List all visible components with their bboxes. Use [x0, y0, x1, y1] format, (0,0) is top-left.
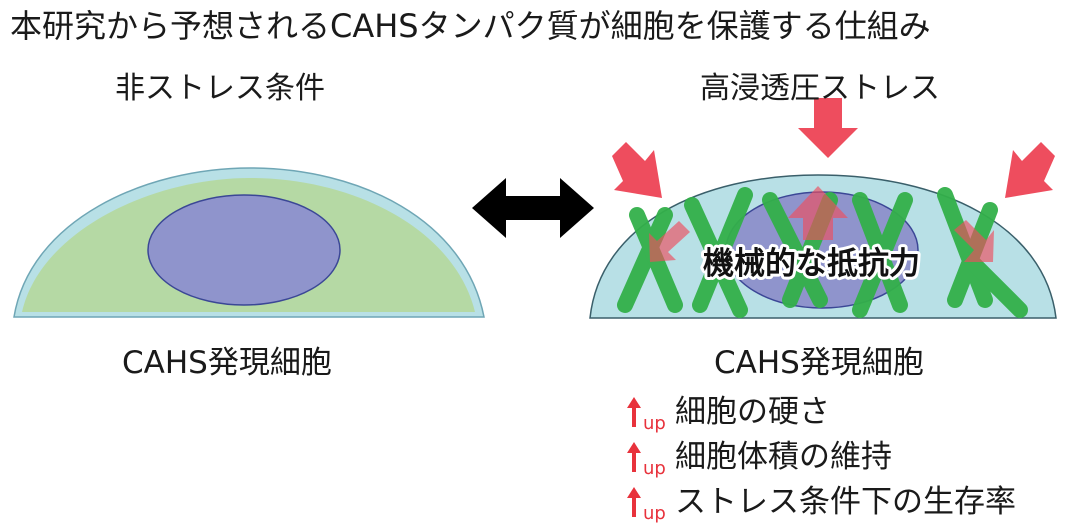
force-label: 機械的な抵抗力	[703, 246, 920, 282]
effect-item: up 細胞体積の維持	[627, 437, 892, 478]
effect-text: 細胞の硬さ	[675, 393, 830, 430]
resistance-arrow-upright-icon	[954, 220, 994, 262]
stress-arrow-top-icon	[798, 98, 858, 158]
up-arrow-icon: up	[627, 397, 675, 433]
left-condition-label: 非ストレス条件	[115, 71, 325, 106]
stress-arrow-right-icon	[1005, 142, 1055, 198]
left-cell	[13, 167, 485, 318]
resistance-arrow-group	[649, 186, 994, 262]
effect-text: 細胞体積の維持	[675, 438, 892, 475]
diagram-title: 本研究から予想されるCAHSタンパク質が細胞を保護する仕組み	[10, 7, 931, 45]
right-cell-label: CAHS発現細胞	[714, 345, 924, 381]
up-marker-label: up	[643, 503, 666, 524]
force-label-fill: 機械的な抵抗力	[703, 246, 920, 282]
double-arrow-icon	[472, 178, 594, 238]
up-arrow-icon: up	[627, 442, 675, 478]
right-cell	[589, 174, 1057, 319]
effect-item: up ストレス条件下の生存率	[627, 482, 1016, 523]
stress-arrow-group	[612, 98, 1055, 198]
up-marker-label: up	[643, 413, 666, 434]
left-cell-nucleus	[147, 194, 341, 306]
effect-text: ストレス条件下の生存率	[675, 483, 1016, 520]
up-arrow-icon: up	[627, 487, 675, 523]
resistance-arrow-upleft-icon	[649, 221, 690, 262]
cahs-filament-network	[617, 187, 1028, 318]
resistance-arrow-up-icon	[788, 186, 848, 240]
left-cell-label: CAHS発現細胞	[122, 345, 332, 381]
up-marker-label: up	[643, 458, 666, 479]
right-condition-label: 高浸透圧ストレス	[700, 71, 940, 106]
effect-item: up 細胞の硬さ	[627, 392, 830, 433]
stress-arrow-left-icon	[612, 142, 662, 198]
